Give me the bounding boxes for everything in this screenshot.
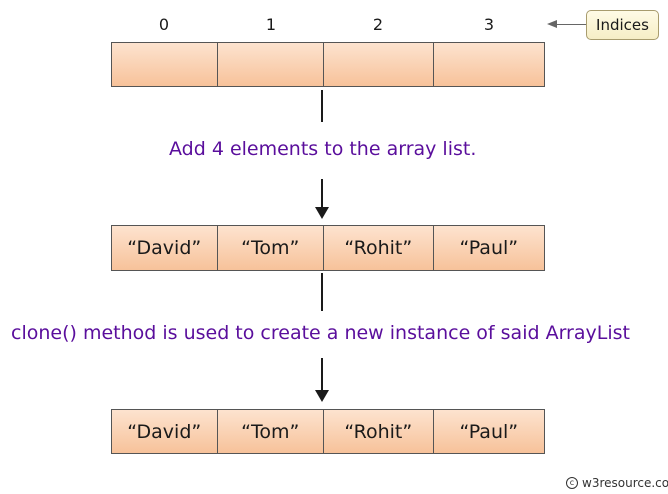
array-cell: “Tom”: [217, 226, 325, 270]
indices-pointer-arrowhead: [547, 20, 557, 28]
array-cell: “Paul”: [433, 226, 545, 270]
connector-line: [321, 179, 323, 209]
down-arrow-icon: [315, 207, 329, 219]
connector-line: [321, 273, 323, 311]
connector-line: [321, 358, 323, 392]
copyright-icon: c: [566, 477, 578, 489]
array-cell: “Rohit”: [324, 226, 434, 270]
index-label-3: 3: [483, 15, 495, 34]
step1-caption: Add 4 elements to the array list.: [169, 138, 477, 160]
indices-badge-label: Indices: [596, 16, 649, 34]
empty-array: [111, 42, 545, 87]
index-label-1: 1: [265, 15, 277, 34]
down-arrow-icon: [315, 390, 329, 402]
array-cell: “Tom”: [217, 410, 325, 453]
watermark-text: w3resource.com: [582, 476, 668, 490]
array-cell: “Rohit”: [324, 410, 434, 453]
array-cell: “David”: [112, 226, 218, 270]
array-cell: “Paul”: [433, 410, 545, 453]
array-cell: [217, 43, 325, 86]
array-cell: [324, 43, 434, 86]
connector-line: [321, 90, 323, 122]
index-label-2: 2: [372, 15, 384, 34]
populated-array: “David” “Tom” “Rohit” “Paul”: [111, 225, 545, 271]
watermark: c w3resource.com: [566, 476, 668, 490]
step2-caption: clone() method is used to create a new i…: [11, 322, 630, 344]
indices-pointer-line: [556, 24, 586, 25]
indices-badge: Indices: [586, 10, 659, 40]
index-label-0: 0: [158, 15, 170, 34]
array-cell: [112, 43, 218, 86]
cloned-array: “David” “Tom” “Rohit” “Paul”: [111, 409, 545, 454]
array-cell: “David”: [112, 410, 218, 453]
array-cell: [433, 43, 545, 86]
